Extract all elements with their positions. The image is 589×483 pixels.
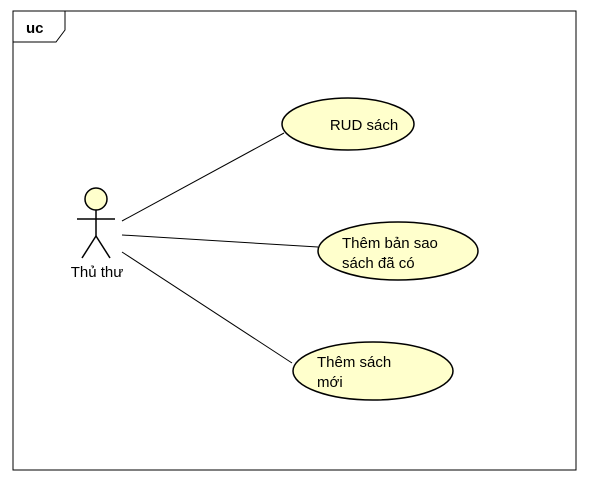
actor-name: Thủ thư [71,264,124,281]
frame-tab [12,10,66,43]
use-case-label-line-1: Thêm sách [317,354,391,371]
use-case-label: RUD sách [330,117,398,134]
use-case-ellipse [281,97,415,151]
use-case-label-line-1: Thêm bản sao [342,235,438,252]
association-rud-sach [121,132,285,222]
actor-left-leg [81,235,97,259]
actor-right-leg [95,235,111,259]
diagram-frame [12,10,577,471]
association-them-sach-moi [121,251,293,364]
association-them-ban-sao [121,234,319,248]
actor-head [84,187,108,211]
use-case-ellipse [292,341,454,401]
use-case-label-line-2: sách đã có [342,255,415,272]
use-case-ellipse [317,221,479,281]
actor-thu-thu[interactable]: Thủ thư [71,187,124,281]
frame-label: uc [26,20,44,37]
use-case-them-sach-moi[interactable]: Thêm sách mới [292,341,454,401]
use-case-rud-sach[interactable]: RUD sách [281,97,415,151]
use-case-them-ban-sao[interactable]: Thêm bản sao sách đã có [317,221,479,281]
use-case-label-line-2: mới [317,374,343,391]
